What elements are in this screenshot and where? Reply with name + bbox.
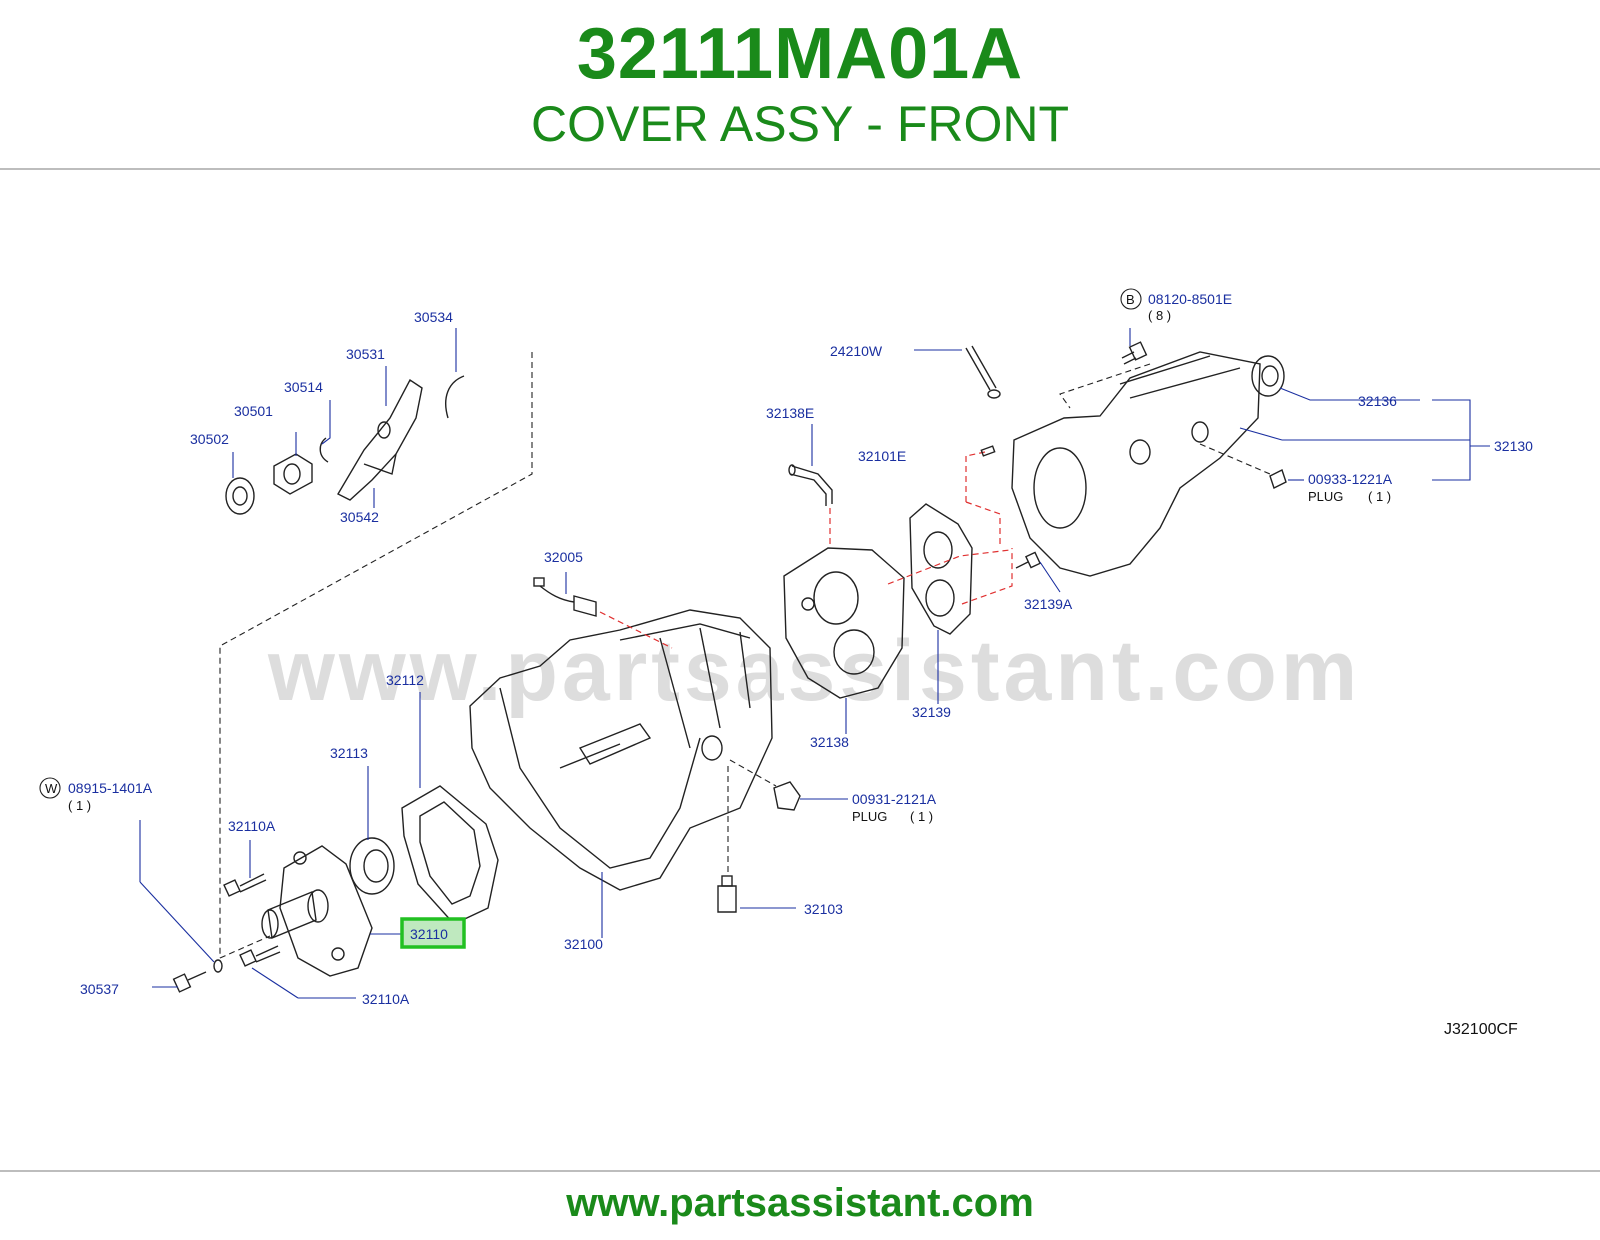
label-30534: 30534 [414, 309, 453, 325]
part-30531-lever [337, 378, 423, 501]
label-08120-qty: ( 8 ) [1148, 308, 1171, 323]
00933-fit-line [1199, 443, 1271, 475]
part-32112-gasket [401, 785, 499, 925]
footer-url[interactable]: www.partsassistant.com [566, 1181, 1034, 1225]
part-30501-sleeve [273, 453, 313, 495]
header-divider [0, 168, 1600, 170]
label-32005: 32005 [544, 549, 583, 565]
label-30501: 30501 [234, 403, 273, 419]
label-32139: 32139 [912, 704, 951, 720]
part-08120-bolt [1121, 341, 1148, 365]
part-32139-gasket [909, 503, 973, 635]
release-group-outline [219, 352, 533, 959]
label-32110A-top: 32110A [228, 818, 276, 834]
part-30534-spring [445, 375, 465, 419]
part-32136-oil-seal [1251, 355, 1285, 397]
label-32138E: 32138E [766, 405, 814, 421]
label-00931-qty: ( 1 ) [910, 809, 933, 824]
part-00931-plug [773, 781, 801, 811]
00931-fit-line [729, 759, 777, 787]
label-32112: 32112 [386, 672, 424, 688]
part-30537-bolt [172, 971, 207, 993]
part-32005-switch [533, 577, 597, 617]
w-marker-circle [39, 777, 61, 799]
label-32136: 32136 [1358, 393, 1397, 409]
label-32139A: 32139A [1024, 596, 1073, 612]
08120-fit-line [1059, 363, 1151, 409]
label-00931-plug: PLUG [852, 809, 887, 824]
diagram-canvas: www.partsassistant.com [39, 288, 1533, 1038]
label-32100: 32100 [564, 936, 603, 952]
part-32103-breather [717, 875, 737, 913]
part-32101E-pin [980, 445, 996, 457]
watermark-text: www.partsassistant.com [267, 623, 1361, 719]
part-title: COVER ASSY - FRONT [530, 96, 1070, 152]
parts-diagram: www.partsassistant.com [0, 268, 1600, 1078]
label-24210W: 24210W [830, 343, 883, 359]
label-30542: 30542 [340, 509, 379, 525]
label-08120-marker: B [1126, 292, 1135, 307]
label-00933-plug: PLUG [1308, 489, 1343, 504]
label-32113: 32113 [330, 745, 368, 761]
label-30531: 30531 [346, 346, 385, 362]
part-32139A-bolt [1015, 551, 1041, 569]
part-32138-adapter-plate [783, 547, 905, 699]
label-30537: 30537 [80, 981, 119, 997]
label-32101E: 32101E [858, 448, 906, 464]
label-08915-qty: ( 1 ) [68, 798, 91, 813]
part-32113-oil-seal [349, 837, 395, 895]
diagram-code: J32100CF [1444, 1021, 1518, 1038]
label-08915-marker: W [45, 781, 58, 796]
footer-divider [0, 1170, 1600, 1172]
label-30514: 30514 [284, 379, 323, 395]
highlight-box[interactable] [400, 917, 466, 949]
part-32110A-bolt-top [223, 873, 267, 897]
part-00933-plug [1269, 469, 1287, 489]
leader-lines [139, 328, 1490, 999]
part-number: 32111MA01A [576, 14, 1024, 94]
label-08120: 08120-8501E [1148, 291, 1232, 307]
label-32103: 32103 [804, 901, 843, 917]
alignment-red-lines [887, 451, 1013, 605]
part-32110-front-cover [261, 845, 373, 977]
part-30502-bearing [225, 477, 255, 515]
label-32130: 32130 [1494, 438, 1533, 454]
label-32110-highlight[interactable]: 32110 [400, 917, 466, 949]
header: 32111MA01A COVER ASSY - FRONT [0, 0, 1600, 170]
label-00933-qty: ( 1 ) [1368, 489, 1391, 504]
label-00931: 00931-2121A [852, 791, 937, 807]
part-32110A-bolt-bottom [239, 945, 281, 967]
part-24210W-strap [965, 345, 1001, 399]
label-30502: 30502 [190, 431, 229, 447]
part-32138E-pipe [788, 464, 833, 506]
part-30514-clip [319, 437, 329, 463]
label-32138: 32138 [810, 734, 849, 750]
label-00933: 00933-1221A [1308, 471, 1393, 487]
32005-fit-line [599, 611, 673, 649]
label-08915: 08915-1401A [68, 780, 153, 796]
b-marker-circle [1120, 288, 1142, 310]
part-32130-extension-housing [1011, 351, 1261, 577]
label-32110A-bottom: 32110A [362, 991, 410, 1007]
part-08915-washer [213, 959, 223, 973]
label-32110[interactable]: 32110 [410, 926, 448, 942]
